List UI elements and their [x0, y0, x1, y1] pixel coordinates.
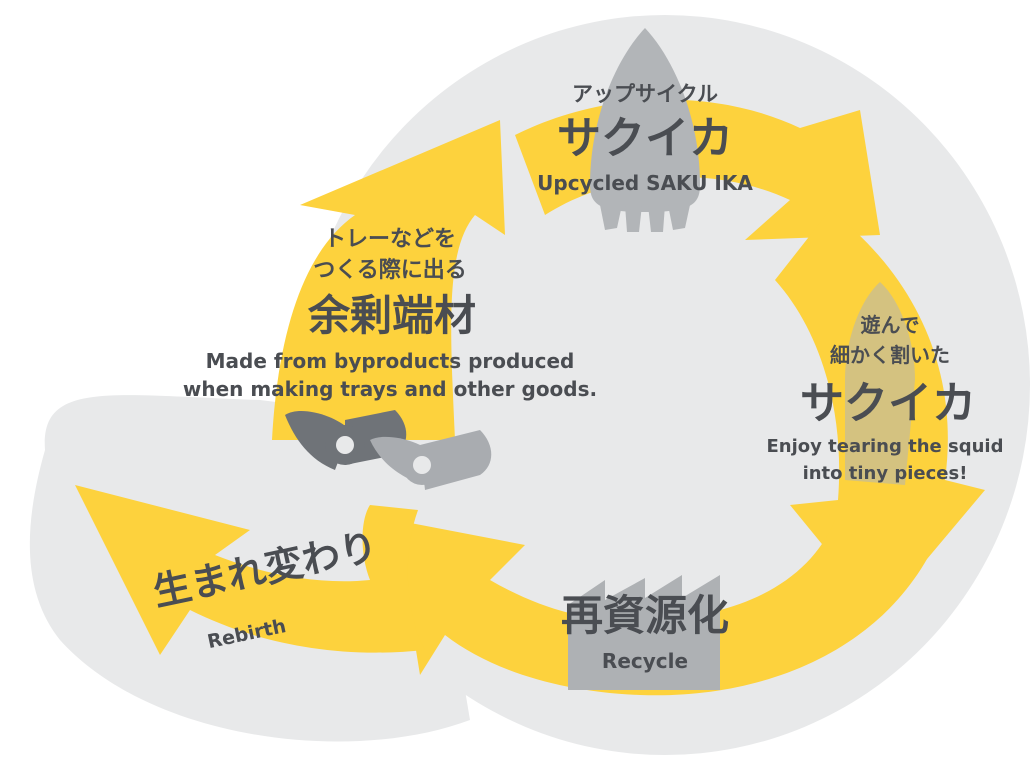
- scrap-label-line2: つくる際に出る: [313, 257, 467, 283]
- upcycle-label-en: Upcycled SAKU IKA: [537, 171, 753, 195]
- cycle-arrows: [75, 99, 985, 696]
- cycle-arrow-icon: [75, 485, 425, 655]
- scrap-label-line1: トレーなどを: [324, 227, 456, 252]
- recycle-label-en: Recycle: [602, 649, 688, 673]
- enjoy-label-big: サクイカ: [800, 378, 976, 429]
- torn-squid-icon: [845, 282, 915, 485]
- squid-icon: [590, 28, 700, 232]
- enjoy-label-en1: Enjoy tearing the squid: [767, 436, 1004, 457]
- enjoy-label-en2: into tiny pieces!: [803, 463, 968, 484]
- scrap-label-en1: Made from byproducts produced: [206, 349, 575, 373]
- scrap-label-en2: when making trays and other goods.: [183, 377, 597, 401]
- enjoy-label-line2: 細かく割いた: [830, 343, 950, 367]
- scrap-rolls-icon: [285, 410, 492, 490]
- cycle-arrow-icon: [272, 120, 505, 440]
- upcycle-label-small: アップサイクル: [572, 82, 718, 106]
- factory-icon: [568, 575, 720, 690]
- enjoy-label-line1: 遊んで: [861, 313, 920, 337]
- scrap-label-big: 余剰端材: [307, 291, 476, 340]
- cycle-arrow-icon: [395, 520, 945, 696]
- upcycle-label-big: サクイカ: [557, 113, 733, 164]
- recycle-label-big: 再資源化: [561, 591, 729, 640]
